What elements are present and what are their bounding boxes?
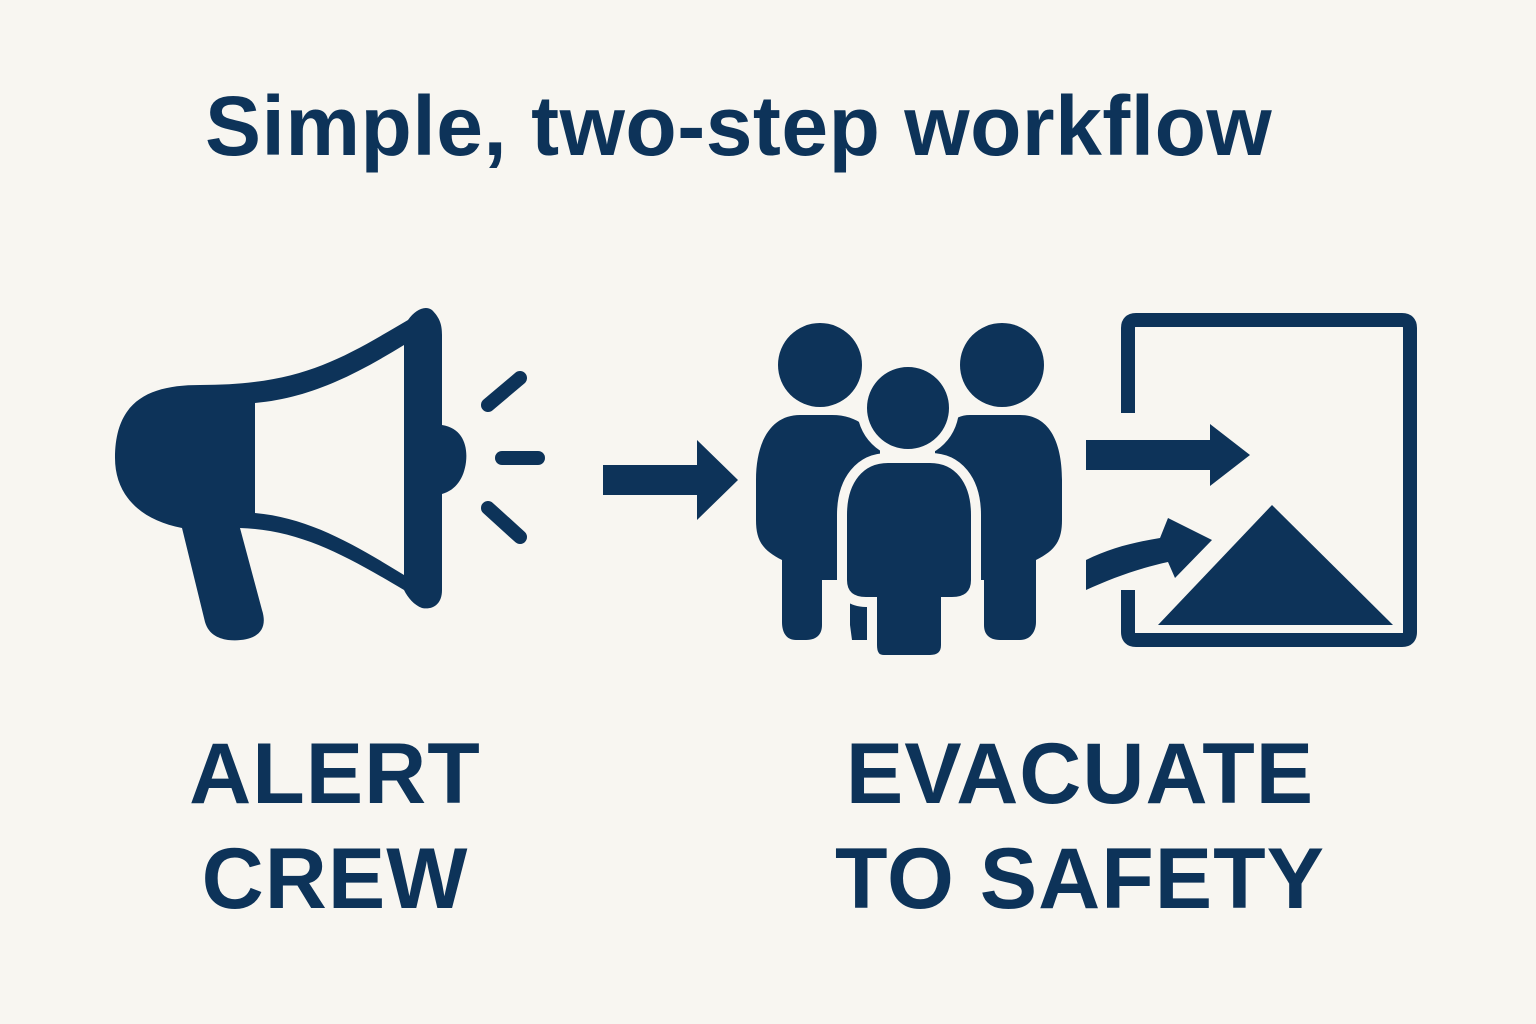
- page-title: Simple, two-step workflow: [205, 79, 1273, 173]
- megaphone-icon: [115, 308, 545, 641]
- step-label-evacuate: EVACUATE TO SAFETY: [800, 722, 1360, 932]
- step-label-line: ALERT: [189, 726, 481, 822]
- step-label-line: TO SAFETY: [834, 831, 1326, 927]
- step-label-line: EVACUATE: [845, 726, 1315, 822]
- step-label-line: CREW: [201, 831, 469, 927]
- arrow-right-icon: [603, 440, 738, 520]
- step-label-alert-crew: ALERT CREW: [175, 722, 495, 932]
- group-exit-icon: [756, 313, 1417, 665]
